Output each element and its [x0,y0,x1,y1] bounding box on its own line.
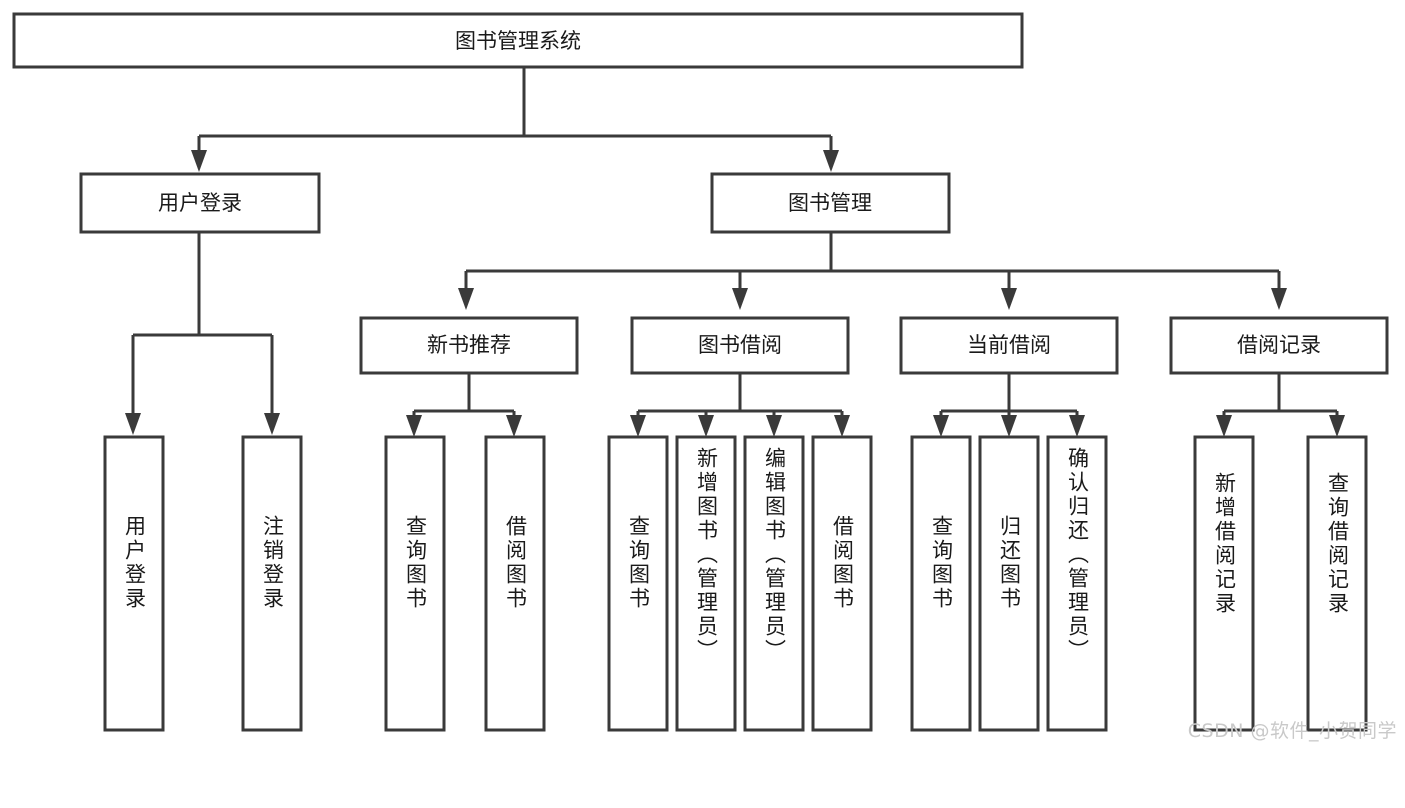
node-leaf-confirm-return[interactable] [1046,435,1108,732]
arrow-to-book-management [823,150,839,172]
arrow-to-leaf-query-record [1329,415,1345,437]
node-borrow-record[interactable] [1169,316,1389,375]
arrow-to-leaf-borrow-book-1 [506,415,522,437]
node-book-management-label: 图书管理 [788,191,872,215]
arrow-to-leaf-add-book [698,415,714,437]
node-leaf-edit-book[interactable] [743,435,805,732]
arrow-to-leaf-query-book-1 [406,415,422,437]
node-leaf-query-book-3[interactable] [910,435,972,732]
arrow-to-leaf-confirm-return [1069,415,1085,437]
node-leaf-borrow-book-2[interactable] [811,435,873,732]
node-leaf-query-record[interactable] [1306,435,1368,732]
node-root-book-management-system[interactable] [12,12,1024,69]
node-book-borrow[interactable] [630,316,850,375]
node-leaf-query-book-1[interactable] [384,435,446,732]
arrow-to-leaf-query-book-2 [630,415,646,437]
arrow-to-leaf-user-login [125,413,141,435]
arrow-to-leaf-borrow-book-2 [834,415,850,437]
arrow-to-leaf-logout-login [264,413,280,435]
node-leaf-logout-login[interactable] [241,435,303,732]
node-leaf-user-login[interactable] [103,435,165,732]
node-leaf-add-record[interactable] [1193,435,1255,732]
node-current-borrow-label: 当前借阅 [967,333,1051,357]
arrow-to-book-borrow [732,288,748,310]
arrow-to-borrow-record [1271,288,1287,310]
node-new-book-recommend-label: 新书推荐 [427,333,511,357]
arrow-to-leaf-edit-book [766,415,782,437]
arrow-to-new-book-recommend [458,288,474,310]
node-leaf-query-book-2[interactable] [607,435,669,732]
hierarchy-diagram: 图书管理系统 用户登录 图书管理 新书推荐 [12,12,1389,732]
node-leaf-return-book[interactable] [978,435,1040,732]
arrow-to-leaf-return-book [1001,415,1017,437]
arrow-to-leaf-query-book-3 [933,415,949,437]
diagram-canvas-root: 图书管理系统 用户登录 图书管理 新书推荐 [12,12,1397,742]
node-current-borrow[interactable] [899,316,1119,375]
arrow-to-current-borrow [1001,288,1017,310]
arrow-to-leaf-add-record [1216,415,1232,437]
node-leaf-borrow-book-1[interactable] [484,435,546,732]
node-leaf-add-book[interactable] [675,435,737,732]
node-book-management[interactable] [710,172,951,234]
node-borrow-record-label: 借阅记录 [1237,333,1321,357]
node-book-borrow-label: 图书借阅 [698,333,782,357]
node-new-book-recommend[interactable] [359,316,579,375]
arrow-to-user-login [191,150,207,172]
node-root-label: 图书管理系统 [455,29,581,53]
node-user-login-label: 用户登录 [158,191,242,215]
